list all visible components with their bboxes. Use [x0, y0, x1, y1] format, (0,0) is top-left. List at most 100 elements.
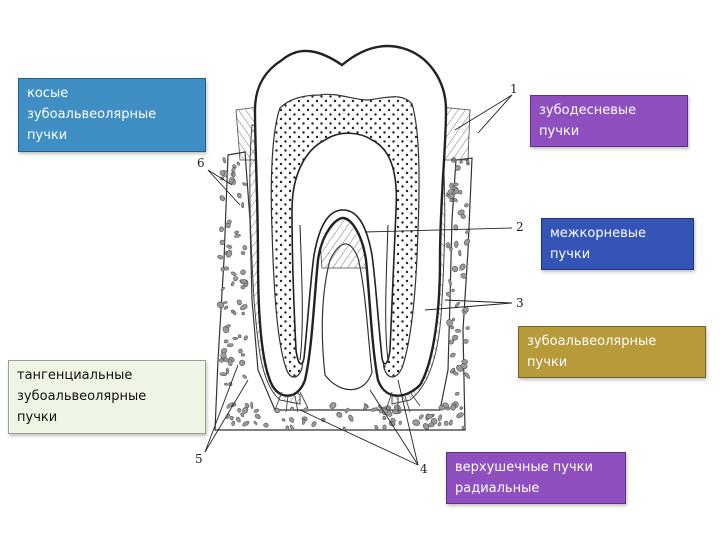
bone-speck [460, 363, 468, 369]
bone-speck [455, 164, 461, 171]
bone-speck [219, 195, 226, 202]
bone-speck [449, 182, 454, 189]
bone-speck [232, 311, 237, 316]
bone-speck [244, 402, 250, 408]
bone-speck [344, 407, 350, 413]
bone-speck [459, 406, 464, 410]
number-2: 2 [516, 220, 524, 234]
bone-speck [398, 420, 402, 425]
bone-speck [226, 343, 234, 348]
bone-fill-left [214, 151, 473, 431]
bone-speck [236, 161, 241, 166]
label-line: межкорневые [550, 226, 646, 241]
bone-speck [281, 418, 286, 422]
label-line: косые [27, 86, 69, 101]
bone-speck [451, 317, 455, 322]
bone-speck [220, 352, 227, 359]
leader-lines [204, 94, 513, 466]
bone-speck [363, 405, 368, 410]
bone-speck [237, 334, 242, 339]
bone-speck [450, 325, 454, 330]
bone-speck [449, 246, 453, 251]
bone-speck [225, 367, 229, 375]
bone-speck [446, 319, 453, 327]
bone-speck [412, 419, 421, 426]
label-line: пучки [17, 410, 58, 425]
bone-speck [302, 418, 306, 425]
bone-speck [463, 306, 469, 313]
bone-speck [454, 301, 460, 308]
bone-speck [443, 420, 449, 426]
bone-speck [459, 263, 466, 271]
bone-speck [229, 415, 234, 421]
label-line: пучки [550, 247, 591, 262]
bone-speck [240, 412, 245, 418]
label-apical-fibers: верхушечные пучки радиальные [446, 452, 626, 504]
bone-speck [232, 336, 238, 340]
bone-speck [226, 249, 233, 258]
bone-speck [253, 408, 260, 413]
bone-speck [233, 276, 239, 282]
bone-speck [452, 334, 459, 341]
label-line: зубоальвеолярные [527, 334, 657, 349]
label-interradicular-fibers: межкорневые пучки [541, 218, 694, 270]
bone-speck [236, 299, 242, 306]
bone-speck [219, 239, 225, 245]
bone-speck [238, 348, 243, 354]
bone-speck [220, 287, 225, 292]
bone-speck [237, 408, 242, 413]
label-line: пучки [527, 355, 568, 370]
bone-speck [222, 157, 227, 164]
bone-speck [254, 413, 261, 420]
bone-speck [437, 414, 443, 422]
bone-speck [225, 324, 231, 329]
label-line: тангенциальные [17, 368, 133, 383]
bone-speck [448, 339, 455, 345]
bone-speck [231, 167, 236, 172]
bone-speck [454, 391, 460, 396]
apical-fibers [274, 391, 421, 413]
bone-speck [216, 301, 225, 309]
bone-speck [418, 414, 424, 420]
bone-speck [290, 406, 295, 411]
bone-speck [463, 338, 469, 344]
bone-speck [240, 269, 246, 275]
bone-speck [447, 193, 455, 199]
bone-speck [329, 402, 337, 409]
bone-speck [223, 305, 229, 310]
number-5: 5 [195, 452, 203, 466]
bone-speck [452, 182, 459, 187]
bone-speck [374, 425, 379, 430]
label-line: зубодесневые [539, 103, 637, 118]
bone-speck [460, 213, 466, 219]
bone-speck [458, 250, 462, 257]
bone-speck [382, 424, 387, 431]
bone-speck [348, 414, 354, 422]
bone-speck [225, 222, 231, 229]
label-line: пучки [27, 128, 68, 143]
bone-speck [223, 339, 229, 344]
label-line: радиальные [455, 481, 540, 496]
bone-speck [454, 240, 459, 248]
bone-speck [243, 335, 248, 341]
bone-speck [219, 226, 224, 233]
label-dentogingival-fibers: зубодесневые пучки [530, 95, 688, 147]
bone-speck [219, 170, 225, 176]
bone-speck [263, 422, 269, 428]
bone-speck [336, 411, 343, 418]
bone-speck [425, 414, 433, 419]
bone-speck [240, 353, 245, 357]
bone-speck [242, 420, 250, 427]
bone-speck [390, 417, 396, 423]
bone-speck [438, 405, 446, 411]
bone-speck [422, 423, 430, 430]
bone-speck [445, 242, 451, 249]
bone-speck [274, 407, 281, 414]
bone-speck [461, 425, 466, 430]
bone-speck [230, 271, 237, 276]
bone-speck [449, 367, 456, 374]
bone-speck [465, 326, 470, 330]
bone-speck [464, 372, 471, 379]
bone-speck [454, 328, 462, 333]
bone-speck [227, 359, 233, 367]
